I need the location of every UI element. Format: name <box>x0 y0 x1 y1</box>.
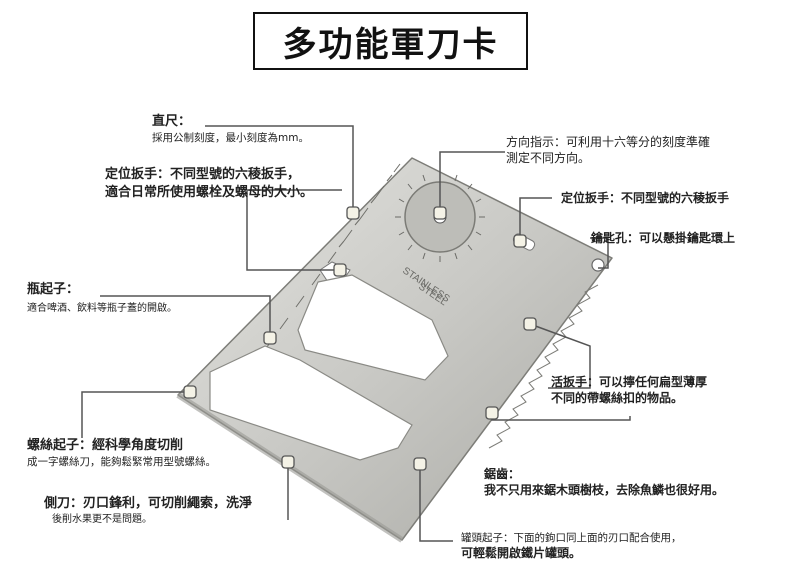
markers <box>183 206 537 471</box>
label-can-line2: 可輕鬆開啟鐵片罐頭。 <box>461 546 582 561</box>
bottle-opener-cutout <box>297 274 449 381</box>
label-adj-line2: 不同的帶螺絲扣的物品。 <box>551 391 684 406</box>
key-hole <box>591 258 605 272</box>
label-side-blade: 側刀：刃口鋒利，可切削繩索，洗淨 後削水果更不是問題。 <box>44 495 252 526</box>
label-bottle-opener-heading: 瓶起子： <box>27 282 80 297</box>
page-title: 多功能軍刀卡 <box>282 24 499 65</box>
label-screwdriver-line2: 成一字螺絲刀，能夠鬆緊常用型號螺絲。 <box>27 455 216 468</box>
label-hex-left-line2: 適合日常所使用螺栓及螺母的大小。 <box>105 184 314 200</box>
label-side-blade-line1: 側刀：刃口鋒利，可切削繩索，洗淨 <box>44 496 253 511</box>
large-cutout <box>209 345 413 461</box>
label-bottle-opener-desc: 適合啤酒、飲料等瓶子蓋的開啟。 <box>27 303 177 314</box>
label-hex-left-line1: 定位扳手：不同型號的六稜扳手， <box>105 167 301 182</box>
label-saw: 鋸齒： 我不只用來鋸木頭樹枝，去除魚鱗也很好用。 <box>484 466 724 498</box>
label-adj-line1: 活扳手：可以擰任何扁型薄厚 <box>551 375 708 389</box>
label-can-line1: 罐頭起子：下面的鉤口同上面的刃口配合使用， <box>461 532 682 544</box>
label-ruler-heading: 直尺： <box>152 114 192 129</box>
label-adjustable-wrench: 活扳手：可以擰任何扁型薄厚 不同的帶螺絲扣的物品。 <box>551 374 707 406</box>
label-ruler-desc: 採用公制刻度，最小刻度為mm。 <box>152 132 309 144</box>
leader-lines <box>81 125 631 542</box>
label-direction-line1: 方向指示：可利用十六等分的刻度準確 <box>506 135 711 149</box>
title-box: 多功能軍刀卡 <box>253 12 528 70</box>
saw-teeth <box>488 284 599 449</box>
label-saw-desc: 我不只用來鋸木頭樹枝，去除魚鱗也很好用。 <box>484 483 725 498</box>
label-side-blade-line2: 後削水果更不是問題。 <box>52 513 152 525</box>
label-direction: 方向指示：可利用十六等分的刻度準確 測定不同方向。 <box>506 134 710 166</box>
label-screwdriver: 螺絲起子：經科學角度切削 成一字螺絲刀，能夠鬆緊常用型號螺絲。 <box>27 437 216 469</box>
label-direction-line2: 測定不同方向。 <box>506 151 591 166</box>
label-hex-wrench-right: 定位扳手：不同型號的六稜扳手 <box>561 191 730 205</box>
label-can-opener: 罐頭起子：下面的鉤口同上面的刃口配合使用， 可輕鬆開啟鐵片罐頭。 <box>461 531 682 561</box>
label-key-hole: 鑰匙孔：可以懸掛鑰匙環上 <box>591 231 736 245</box>
label-screwdriver-line1: 螺絲起子：經科學角度切削 <box>27 438 184 453</box>
label-hex-wrench-left: 定位扳手：不同型號的六稜扳手， 適合日常所使用螺栓及螺母的大小。 <box>105 166 313 201</box>
label-saw-heading: 鋸齒： <box>484 467 521 481</box>
label-ruler: 直尺： <box>152 113 191 131</box>
